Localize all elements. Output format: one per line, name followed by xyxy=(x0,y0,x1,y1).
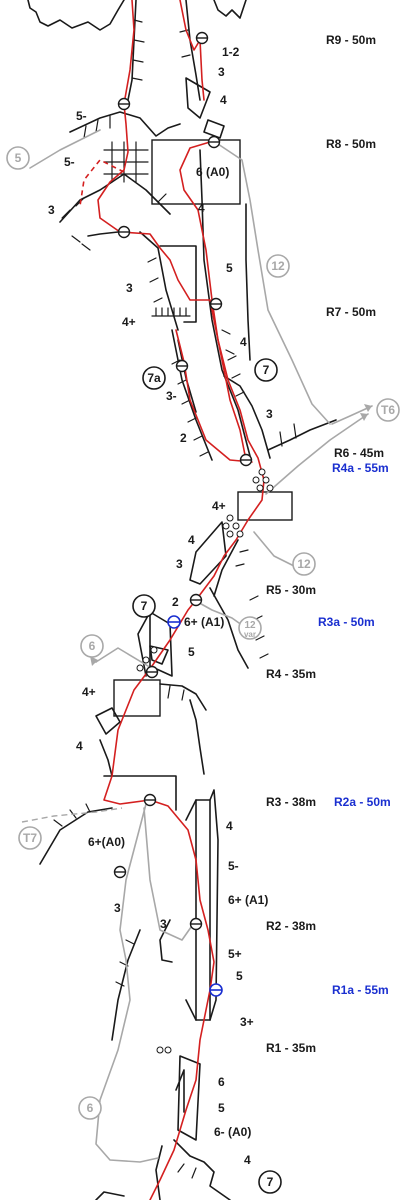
anchor-r2 xyxy=(189,917,203,931)
grade-label: 4 xyxy=(220,93,227,107)
belay-label-r1: R1 - 35m xyxy=(266,1041,316,1055)
grade-label: 3+ xyxy=(240,1015,254,1029)
grade-label: 2 xyxy=(180,431,187,445)
route-circle-12-var-sub: var xyxy=(244,630,256,639)
grade-label: 3 xyxy=(48,203,55,217)
anchor-r3-left xyxy=(113,865,127,879)
anchor-7a xyxy=(175,359,189,373)
grade-label: 3- xyxy=(166,389,177,403)
piton-cluster-r6 xyxy=(252,468,274,492)
grade-label: 6+ (A1) xyxy=(228,893,268,907)
route-circle-6-upper: 6 xyxy=(89,639,96,653)
anchor-r3 xyxy=(143,793,157,807)
grade-label: 5 xyxy=(236,969,243,983)
grade-label: 3 xyxy=(160,917,167,931)
grade-label: 5+ xyxy=(228,947,242,961)
grade-label: 6 xyxy=(218,1075,225,1089)
anchor-r8 xyxy=(207,135,221,149)
rock-outlines xyxy=(27,0,337,1200)
grade-labels: 1-2 3 4 5- 5- 3 6 (A0) 4 5 3 4+ 4 3- 3 2… xyxy=(48,45,273,1167)
arrow-icon xyxy=(364,404,372,412)
grade-label: 4+ xyxy=(122,315,136,329)
route-circle-7a: 7a xyxy=(147,371,161,385)
grade-label: 4 xyxy=(188,533,195,547)
grade-label: 3 xyxy=(176,557,183,571)
belay-labels: R9 - 50m R8 - 50m R7 - 50m R6 - 45m R4a … xyxy=(266,33,391,1055)
belay-label-r7: R7 - 50m xyxy=(326,305,376,319)
route-circle-t6: T6 xyxy=(381,403,395,417)
grade-label: 4 xyxy=(240,335,247,349)
grade-label: 3 xyxy=(266,407,273,421)
belay-label-r2: R2 - 38m xyxy=(266,919,316,933)
belay-label-r4a: R4a - 55m xyxy=(332,461,389,475)
belay-label-r1a: R1a - 55m xyxy=(332,983,389,997)
arrow-icon xyxy=(90,656,98,666)
arrow-icon xyxy=(360,413,368,421)
piton-cluster-r5 xyxy=(222,514,244,538)
grade-label: 6 (A0) xyxy=(196,165,229,179)
belay-label-r9: R9 - 50m xyxy=(326,33,376,47)
grade-label: 5- xyxy=(228,859,239,873)
route-circle-7: 7 xyxy=(263,363,270,377)
grade-label: 5 xyxy=(218,1101,225,1115)
route-circle-12: 12 xyxy=(271,259,285,273)
anchor-r9 xyxy=(195,31,209,45)
variant-routes xyxy=(21,129,373,1163)
anchor-markers xyxy=(113,31,274,1054)
grade-label: 4+ xyxy=(82,685,96,699)
belay-label-r4: R4 - 35m xyxy=(266,667,316,681)
anchor-r3a xyxy=(167,615,181,629)
anchor-r4 xyxy=(145,665,159,679)
grade-label: 5 xyxy=(188,645,195,659)
variant-arrowheads xyxy=(90,404,372,666)
grade-label: 3 xyxy=(114,901,121,915)
belay-label-r3a: R3a - 50m xyxy=(318,615,375,629)
belay-label-r6: R6 - 45m xyxy=(334,446,384,460)
grade-label: 4 xyxy=(244,1153,251,1167)
anchor-r5 xyxy=(189,593,203,607)
anchor-r6 xyxy=(239,453,253,467)
anchor-r1a xyxy=(209,983,223,997)
belay-label-r8: R8 - 50m xyxy=(326,137,376,151)
belay-label-r3: R3 - 38m xyxy=(266,795,316,809)
grade-label: 1-2 xyxy=(222,45,240,59)
grade-label: 4 xyxy=(226,819,233,833)
grade-label: 6+ (A1) xyxy=(184,615,224,629)
belay-label-r5: R5 - 30m xyxy=(266,583,316,597)
grade-label: 6- (A0) xyxy=(214,1125,251,1139)
anchor-r7 xyxy=(209,297,223,311)
grade-label: 5 xyxy=(226,261,233,275)
piton-cluster-r4 xyxy=(136,646,158,672)
grade-label: 4 xyxy=(198,201,205,215)
route-circle-5: 5 xyxy=(15,151,22,165)
grade-label: 5- xyxy=(64,155,75,169)
grade-label: 6+(A0) xyxy=(88,835,125,849)
anchor-mid-left xyxy=(117,225,131,239)
belay-label-r2a: R2a - 50m xyxy=(334,795,391,809)
grade-label: 4+ xyxy=(212,499,226,513)
route-circle-12-lower: 12 xyxy=(297,557,311,571)
grade-label: 4 xyxy=(76,739,83,753)
grade-label: 5- xyxy=(76,109,87,123)
anchor-r8-left xyxy=(117,97,131,111)
piton-pair-r1 xyxy=(156,1046,172,1054)
route-circle-t7: T7 xyxy=(23,831,37,845)
grade-label: 3 xyxy=(126,281,133,295)
grade-label: 2 xyxy=(172,595,179,609)
route-number-circles: 5 12 7a 7 T6 12 7 6 12 var T7 6 7 xyxy=(6,146,400,1194)
grade-label: 3 xyxy=(218,65,225,79)
route-circle-7-start: 7 xyxy=(267,1175,274,1189)
route-circle-12-var: 12 xyxy=(244,620,256,631)
route-circle-7-r5: 7 xyxy=(141,599,148,613)
route-circle-6-lower: 6 xyxy=(87,1101,94,1115)
